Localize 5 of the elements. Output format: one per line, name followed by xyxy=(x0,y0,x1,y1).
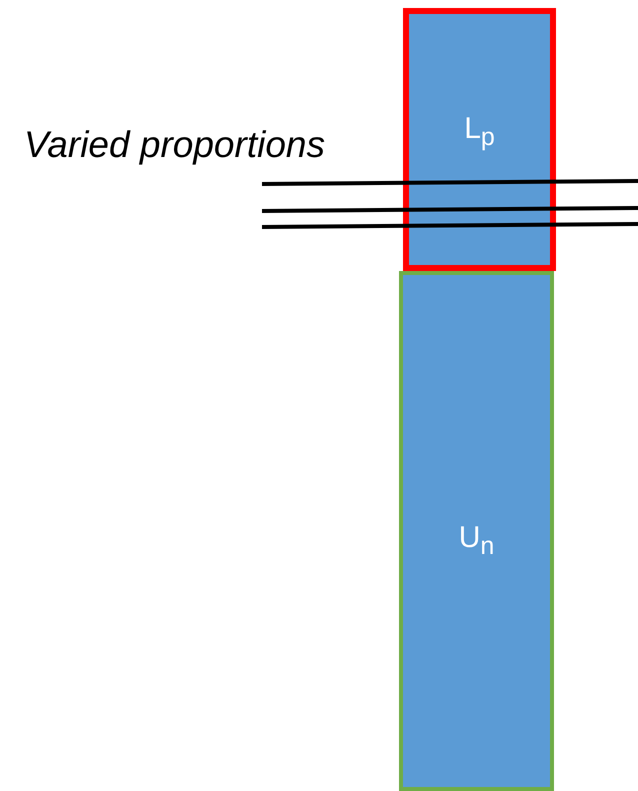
segment-label: U$_{n}$ xyxy=(458,521,494,561)
bar-segment xyxy=(403,8,556,271)
annotation-text: Varied proportions xyxy=(24,124,325,166)
segment-label: L$_{p}$ xyxy=(464,112,495,152)
bar-segment xyxy=(399,271,554,791)
